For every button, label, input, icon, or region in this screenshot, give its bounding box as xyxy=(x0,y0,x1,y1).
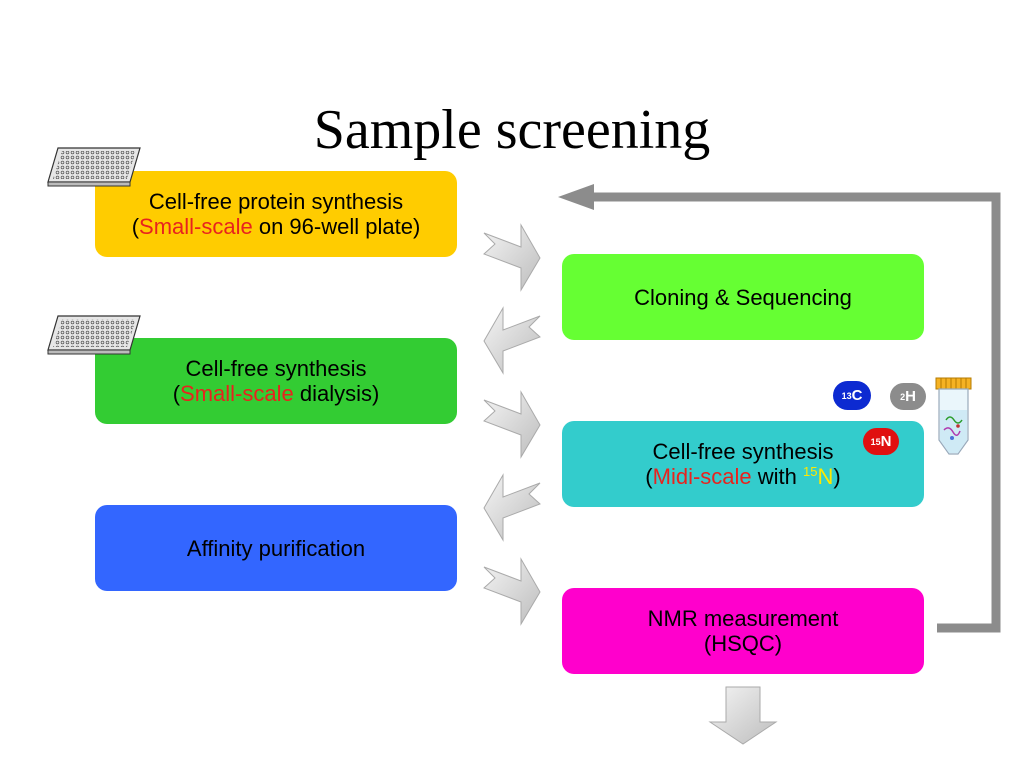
step-nmr-measurement: NMR measurement (HSQC) xyxy=(562,588,924,674)
step-line2: (HSQC) xyxy=(703,631,783,656)
scale-highlight: Midi-scale xyxy=(652,464,752,489)
step-line2: (Small-scale on 96-well plate) xyxy=(131,214,421,239)
96-well-plate-icon xyxy=(47,315,141,355)
step-line1: Affinity purification xyxy=(186,535,366,561)
sample-tube-icon xyxy=(935,377,972,455)
loop-back-arrow xyxy=(558,184,1001,633)
96-well-plate-icon xyxy=(47,147,141,187)
zigzag-flow-arrow xyxy=(483,390,541,459)
step-line1: Cell-free synthesis xyxy=(185,356,367,381)
step-line1: Cell-free synthesis xyxy=(652,439,834,464)
page-title: Sample screening xyxy=(313,99,711,161)
step-cell-free-protein-synthesis: Cell-free protein synthesis (Small-scale… xyxy=(95,171,457,257)
step-line1: NMR measurement xyxy=(647,606,839,631)
step-line1: Cell-free protein synthesis xyxy=(148,189,404,214)
zigzag-flow-arrow xyxy=(483,473,541,542)
step-line2: (Midi-scale with 15N) xyxy=(645,464,841,489)
isotope-symbol: N xyxy=(817,464,834,489)
step-line1: Cloning & Sequencing xyxy=(634,284,852,310)
scale-highlight: Small-scale xyxy=(139,214,253,239)
step-affinity-purification: Affinity purification xyxy=(95,505,457,591)
step-cell-free-synthesis-dialysis: Cell-free synthesis (Small-scale dialysi… xyxy=(95,338,457,424)
scale-highlight: Small-scale xyxy=(180,381,294,406)
down-arrow xyxy=(708,686,778,745)
zigzag-flow-arrow xyxy=(483,223,541,292)
step-cloning-sequencing: Cloning & Sequencing xyxy=(562,254,924,340)
zigzag-flow-arrow xyxy=(483,557,541,626)
zigzag-flow-arrow xyxy=(483,306,541,375)
step-line2: (Small-scale dialysis) xyxy=(172,381,380,406)
isotope-mass: 15 xyxy=(803,464,818,479)
